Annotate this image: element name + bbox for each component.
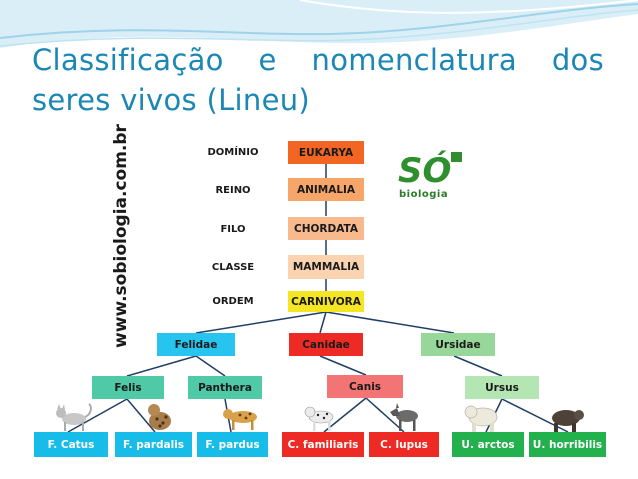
wolf-illustration [390,403,418,431]
node-felis: Felis [92,376,164,399]
node-carnivora: CARNIVORA [288,291,364,312]
node-chordata: CHORDATA [288,217,364,240]
node-f-catus: F. Catus [34,432,108,457]
logo-wordmark: biologia [399,189,449,200]
grizzly-bear-illustration [552,410,584,432]
node-u-arctos: U. arctos [452,432,524,457]
node-canidae: Canidae [289,333,363,356]
rank-label-reino: REINO [215,185,251,196]
rank-label-classe: CLASSE [211,262,255,273]
svg-text:SÓ: SÓ [398,150,451,191]
node-ursus: Ursus [465,376,539,399]
rank-label-dominio: DOMÍNIO [207,147,259,158]
sobiologia-logo: SÓ [398,150,462,191]
leopard-illustration [223,409,257,430]
rank-label-filo: FILO [220,224,246,235]
node-mammalia: MAMMALIA [288,255,364,279]
node-panthera: Panthera [188,376,262,399]
node-canis: Canis [327,375,403,398]
polar-bear-illustration [464,405,498,432]
node-felidae: Felidae [157,333,235,356]
ocelot-illustration [148,404,171,430]
dalmatian-illustration [304,406,334,431]
node-f-pardalis: F. pardalis [115,432,192,457]
node-c-familiaris: C. familiaris [282,432,364,457]
node-u-horribilis: U. horribilis [529,432,606,457]
slide-title: Classificação e nomenclatura dos seres v… [32,43,604,117]
rank-label-ordem: ORDEM [212,296,254,307]
node-f-pardus: F. pardus [197,432,268,457]
node-animalia: ANIMALIA [288,178,364,201]
header-swoosh [0,0,638,48]
node-ursidae: Ursidae [421,333,495,356]
node-c-lupus: C. lupus [369,432,439,457]
site-url-watermark: www.sobiologia.com.br [111,123,131,347]
cat-illustration [56,403,92,431]
node-eukarya: EUKARYA [288,141,364,164]
svg-text:www.sobiologia.com.br: www.sobiologia.com.br [111,123,131,347]
